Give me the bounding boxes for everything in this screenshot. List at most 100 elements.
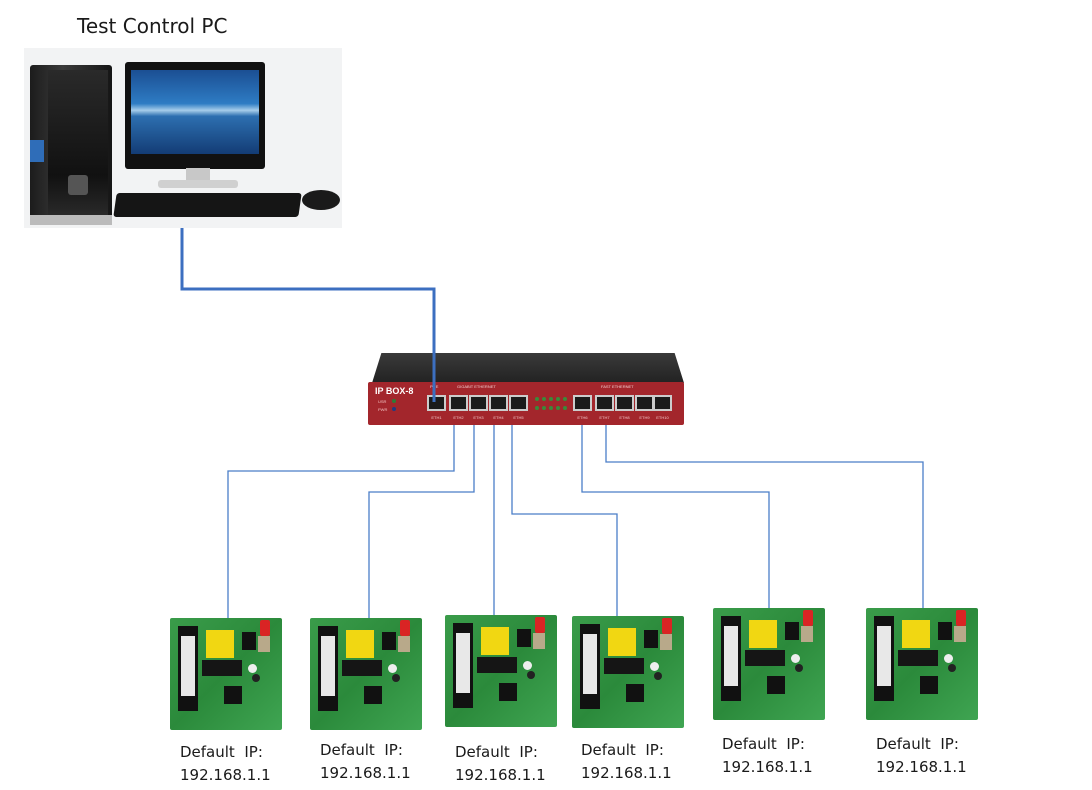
antenna-icon [400,620,410,636]
device-label: Default IP:192.168.1.1 [180,741,271,787]
chip [745,650,785,666]
default-ip-label: Default IP: [455,743,538,761]
antenna-base [258,636,270,652]
capacitor [248,664,257,673]
power-jack-icon [644,630,658,648]
port-led-icon [535,406,539,410]
sfp-label [724,626,738,686]
component [948,664,956,672]
port-label: ETH2 [453,415,464,420]
ethernet-port-icon [206,630,234,658]
chip [202,660,242,676]
port-label: ETH7 [599,415,610,420]
default-ip-label: Default IP: [180,743,263,761]
power-jack-icon [242,632,256,650]
port-led-icon [535,397,539,401]
component [527,671,535,679]
antenna-base [954,626,966,642]
antenna-base [801,626,813,642]
ethernet-port-icon [346,630,374,658]
port-label: ETH4 [493,415,504,420]
switch-port-eth7 [595,395,614,411]
sfp-label [877,626,891,686]
port-label: ETH9 [639,415,650,420]
device-board-icon [866,608,978,720]
device-label: Default IP: 192.168.1.1 [455,741,546,787]
power-jack-icon [785,622,799,640]
monitor-screen [131,70,259,154]
wire-eth2 [227,425,455,618]
pc-tower-accent [30,140,44,162]
switch-port-eth2 [449,395,468,411]
chip [342,660,382,676]
chip [477,657,517,673]
power-jack-icon [938,622,952,640]
port-led-icon [563,406,567,410]
processor-chip [920,676,938,694]
group-label-gigabit: GIGABIT ETHERNET [457,384,496,389]
capacitor [944,654,953,663]
switch-port-eth6 [573,395,592,411]
sfp-label [456,633,470,693]
sfp-label [181,636,195,696]
switch-port-eth1 [427,395,446,411]
pc-tower-front [48,70,108,220]
mouse-icon [302,190,340,210]
power-jack-icon [517,629,531,647]
component [392,674,400,682]
power-button-icon [68,175,88,195]
component [252,674,260,682]
antenna-icon [803,610,813,626]
sfp-label [321,636,335,696]
device-board-icon [170,618,282,730]
switch-port-eth10 [653,395,672,411]
switch-port-eth5 [509,395,528,411]
antenna-base [533,633,545,649]
port-label: ETH1 [431,415,442,420]
device-board-icon [445,615,557,727]
ip-address: 192.168.1.1 [320,764,411,782]
chip [898,650,938,666]
port-led-icon [549,406,553,410]
port-label: ETH10 [656,415,669,420]
wire-eth3 [368,425,475,618]
pwr-led-icon [392,407,396,411]
ethernet-port-icon [902,620,930,648]
port-label: ETH8 [619,415,630,420]
device-board-icon [572,616,684,728]
device-board-icon [310,618,422,730]
capacitor [523,661,532,670]
wire-eth6 [581,425,770,610]
ip-address: 192.168.1.1 [722,758,813,776]
default-ip-label: Default IP: [722,735,805,753]
antenna-icon [260,620,270,636]
port-led-icon [556,406,560,410]
device-label: Default IP:192.168.1.1 [320,739,411,785]
ethernet-port-icon [749,620,777,648]
switch-port-eth4 [489,395,508,411]
ethernet-port-icon [481,627,509,655]
uplink-wire [180,228,436,402]
processor-chip [224,686,242,704]
device-label: Default IP: 192.168.1.1 [722,733,813,779]
led-label-usr: USR [378,399,387,404]
power-jack-icon [382,632,396,650]
antenna-icon [956,610,966,626]
pc-title: Test Control PC [77,14,228,38]
processor-chip [626,684,644,702]
antenna-base [398,636,410,652]
processor-chip [767,676,785,694]
port-led-icon [556,397,560,401]
ip-address: 192.168.1.1 [455,766,546,784]
switch-port-eth8 [615,395,634,411]
component [654,672,662,680]
default-ip-label: Default IP: [876,735,959,753]
antenna-base [660,634,672,650]
port-label: ETH5 [513,415,524,420]
port-led-icon [542,397,546,401]
device-label: Default IP:192.168.1.1 [581,739,672,785]
port-led-icon [549,397,553,401]
switch-top [372,353,684,383]
capacitor [791,654,800,663]
